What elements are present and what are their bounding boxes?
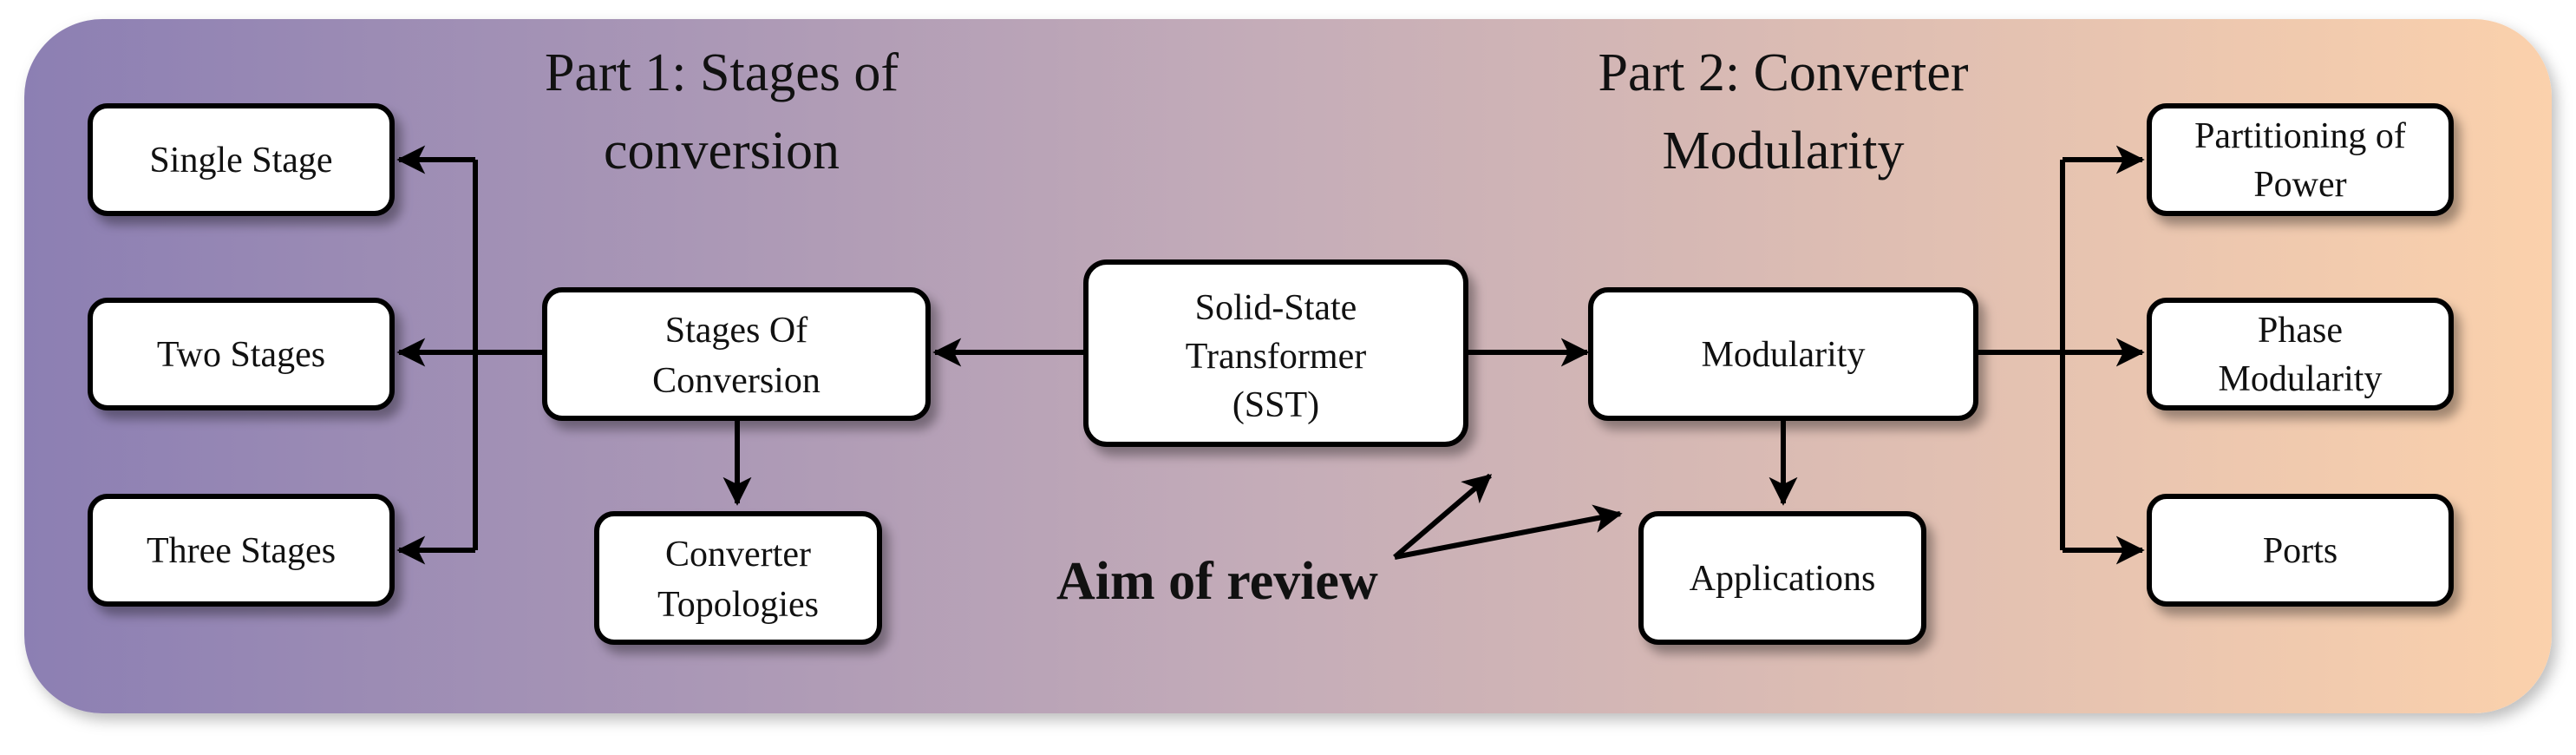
connectors xyxy=(396,145,2145,565)
stages-label-line1: Stages Of xyxy=(665,311,807,351)
part2-title-line2: Modularity xyxy=(1663,121,1905,181)
phase-label-line2: Modularity xyxy=(2219,359,2383,399)
node-three-stages: Three Stages xyxy=(88,494,395,607)
topologies-label-line1: Converter xyxy=(665,535,811,574)
partitioning-label-line2: Power xyxy=(2253,165,2346,205)
ports-label: Ports xyxy=(2263,531,2337,571)
node-solid-state-transformer: Solid-State Transformer (SST) xyxy=(1083,259,1468,447)
node-two-stages: Two Stages xyxy=(88,298,395,410)
part1-title: Part 1: Stages of conversion xyxy=(545,43,899,181)
arrow-aim-to-applications xyxy=(1394,504,1623,560)
node-converter-topologies: Converter Topologies xyxy=(594,511,882,645)
node-phase-modularity: Phase Modularity xyxy=(2147,298,2454,410)
partitioning-label-line1: Partitioning of xyxy=(2194,116,2406,156)
three-stages-label: Three Stages xyxy=(147,531,336,571)
topologies-label-line2: Topologies xyxy=(657,585,819,625)
node-partitioning-of-power: Partitioning of Power xyxy=(2147,103,2454,216)
part1-title-line2: conversion xyxy=(604,121,840,181)
node-stages-of-conversion: Stages Of Conversion xyxy=(542,287,931,421)
two-stages-label: Two Stages xyxy=(157,335,325,375)
applications-label: Applications xyxy=(1690,559,1876,599)
phase-label-line1: Phase xyxy=(2258,311,2343,351)
part2-title-line1: Part 2: Converter xyxy=(1598,43,1968,102)
sst-label-line1: Solid-State xyxy=(1195,288,1357,328)
aim-of-review-label: Aim of review xyxy=(1056,552,1378,611)
single-stage-label: Single Stage xyxy=(149,141,332,181)
part1-title-line1: Part 1: Stages of xyxy=(545,43,899,102)
node-single-stage: Single Stage xyxy=(88,103,395,216)
stages-label-line2: Conversion xyxy=(652,361,821,401)
arrow-aim-to-sst xyxy=(1393,473,1493,560)
node-ports: Ports xyxy=(2147,494,2454,607)
sst-label-line2: Transformer xyxy=(1186,337,1366,377)
node-applications: Applications xyxy=(1638,511,1926,645)
sst-label-line3: (SST) xyxy=(1232,385,1319,425)
modularity-label: Modularity xyxy=(1702,335,1866,375)
part2-title: Part 2: Converter Modularity xyxy=(1598,43,1968,181)
node-modularity: Modularity xyxy=(1588,287,1978,421)
